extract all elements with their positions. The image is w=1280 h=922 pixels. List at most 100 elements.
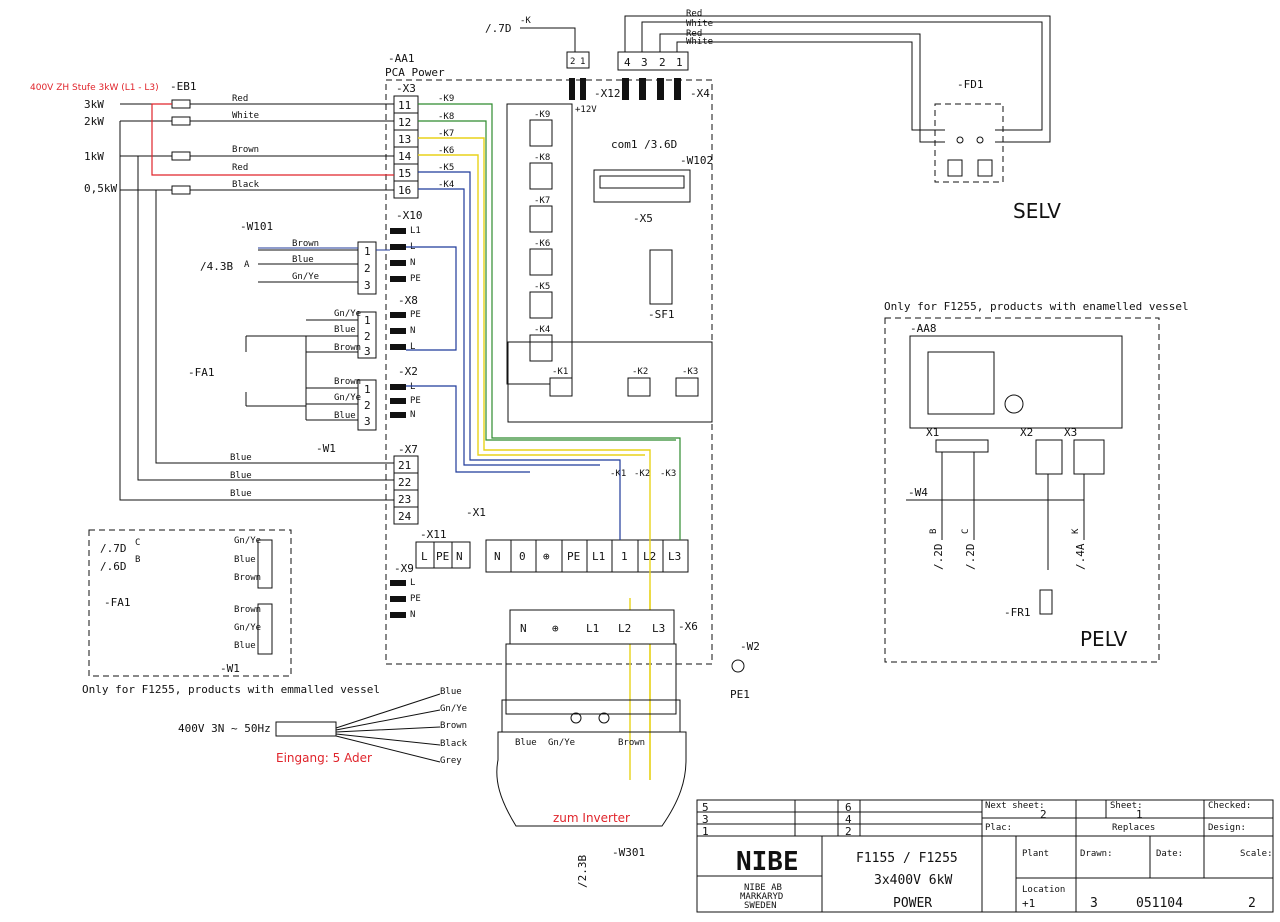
svg-text:5: 5 <box>702 801 709 814</box>
x10-label: -X10 <box>396 209 423 222</box>
svg-text:3kW: 3kW <box>84 98 104 111</box>
svg-text:NIBE AB: NIBE AB <box>744 883 782 893</box>
svg-text:-K9: -K9 <box>534 110 550 120</box>
svg-text:1: 1 <box>364 383 371 396</box>
svg-text:L: L <box>410 578 415 588</box>
svg-text:/.7D: /.7D <box>100 542 127 555</box>
svg-text:Gn/Ye: Gn/Ye <box>292 272 319 282</box>
svg-text:PE: PE <box>410 310 421 320</box>
svg-text:K: K <box>1071 528 1081 534</box>
svg-text:15: 15 <box>398 167 411 180</box>
svg-text:Gn/Ye: Gn/Ye <box>334 393 361 403</box>
svg-text:N: N <box>520 622 527 635</box>
svg-text:L: L <box>410 382 415 392</box>
aa8-label: -AA8 <box>910 322 937 335</box>
svg-text:PE: PE <box>410 594 421 604</box>
svg-text:2: 2 <box>364 399 371 412</box>
svg-text:Blue: Blue <box>292 255 314 265</box>
svg-text:-K6: -K6 <box>438 146 454 156</box>
svg-text:Blue: Blue <box>515 738 537 748</box>
x2-label: -X2 <box>398 365 418 378</box>
svg-text:Black: Black <box>440 739 468 749</box>
selv-label: SELV <box>1013 199 1061 223</box>
svg-text:Brown: Brown <box>234 605 261 615</box>
w4-label: -W4 <box>908 486 928 499</box>
svg-text:Brown: Brown <box>440 721 467 731</box>
svg-text:-K6: -K6 <box>534 239 550 249</box>
svg-text:MARKARYD: MARKARYD <box>740 892 783 902</box>
svg-text:-K7: -K7 <box>534 196 550 206</box>
svg-text:2: 2 <box>845 825 852 838</box>
svg-text:Brown: Brown <box>334 377 361 387</box>
svg-text:Brown: Brown <box>232 145 259 155</box>
svg-text:Grey: Grey <box>440 756 462 766</box>
svg-text:Brown: Brown <box>292 239 319 249</box>
com1-label: com1 /3.6D <box>611 138 677 151</box>
svg-text:3: 3 <box>1090 896 1098 911</box>
w101-label: -W101 <box>240 220 273 233</box>
w1-lower-label: -W1 <box>220 662 240 675</box>
svg-text:Blue: Blue <box>230 471 252 481</box>
svg-text:+1: +1 <box>1022 897 1035 910</box>
svg-text:/.6D: /.6D <box>100 560 127 573</box>
svg-text:Location: Location <box>1022 885 1065 895</box>
svg-text:Brown: Brown <box>334 343 361 353</box>
svg-text:N: N <box>494 550 501 563</box>
svg-text:Blue: Blue <box>234 641 256 651</box>
x12-pin-2: 2 <box>570 57 575 67</box>
svg-text:C: C <box>961 529 971 534</box>
x7-terminal-block: 21 22 23 24 <box>393 455 419 525</box>
nibe-logo: NIBE <box>736 847 799 877</box>
x1-terminal-block: N 0 ⊕ PE L1 1 L2 L3 <box>485 539 689 573</box>
w1-label: -W1 <box>316 442 336 455</box>
note-inverter: zum Inverter <box>553 811 630 825</box>
note-heater: 400V ZH Stufe 3kW (L1 - L3) <box>30 83 159 93</box>
supply-label: 400V 3N ~ 50Hz <box>178 722 271 735</box>
svg-text:Gn/Ye: Gn/Ye <box>234 536 261 546</box>
svg-text:Blue: Blue <box>334 325 356 335</box>
svg-text:Plant: Plant <box>1022 849 1049 859</box>
svg-text:-K2: -K2 <box>632 367 648 377</box>
svg-text:/.2D: /.2D <box>932 544 945 571</box>
k-top: -K <box>520 16 531 26</box>
x7-label: -X7 <box>398 443 418 456</box>
svg-text:-K1: -K1 <box>610 469 626 479</box>
v12-label: +12V <box>575 105 597 115</box>
svg-text:-K9: -K9 <box>438 94 454 104</box>
svg-text:1: 1 <box>621 550 628 563</box>
svg-text:2kW: 2kW <box>84 115 104 128</box>
w102-label: -W102 <box>680 154 713 167</box>
svg-text:Gn/Ye: Gn/Ye <box>548 738 575 748</box>
svg-text:Black: Black <box>232 180 260 190</box>
svg-text:3: 3 <box>364 279 371 292</box>
svg-text:2: 2 <box>1040 808 1047 821</box>
x4-pin-1: 1 <box>676 56 683 69</box>
svg-text:N: N <box>410 258 415 268</box>
svg-text:1: 1 <box>1136 808 1143 821</box>
selv-wire-white-2: White <box>686 37 713 47</box>
svg-text:0: 0 <box>519 550 526 563</box>
x3-terminal-block: 11 12 13 14 15 16 <box>393 95 419 199</box>
x3-label: -X3 <box>396 82 416 95</box>
svg-text:N: N <box>456 550 463 563</box>
svg-text:Date:: Date: <box>1156 849 1183 859</box>
svg-text:L3: L3 <box>652 622 665 635</box>
svg-text:Gn/Ye: Gn/Ye <box>234 623 261 633</box>
svg-text:11: 11 <box>398 99 411 112</box>
x1-label: -X1 <box>466 506 486 519</box>
svg-text:-K3: -K3 <box>660 469 676 479</box>
svg-text:Checked:: Checked: <box>1208 801 1251 811</box>
x6-label: -X6 <box>678 620 698 633</box>
svg-text:N: N <box>410 326 415 336</box>
svg-text:1: 1 <box>702 825 709 838</box>
svg-text:Drawn:: Drawn: <box>1080 849 1113 859</box>
svg-text:B: B <box>929 529 939 534</box>
x8-label: -X8 <box>398 294 418 307</box>
svg-text:L3: L3 <box>668 550 681 563</box>
x12-label: -X12 <box>594 87 621 100</box>
svg-text:Plac:: Plac: <box>985 823 1012 833</box>
svg-text:-K8: -K8 <box>534 153 550 163</box>
svg-text:L: L <box>421 550 428 563</box>
svg-text:B: B <box>135 555 140 565</box>
